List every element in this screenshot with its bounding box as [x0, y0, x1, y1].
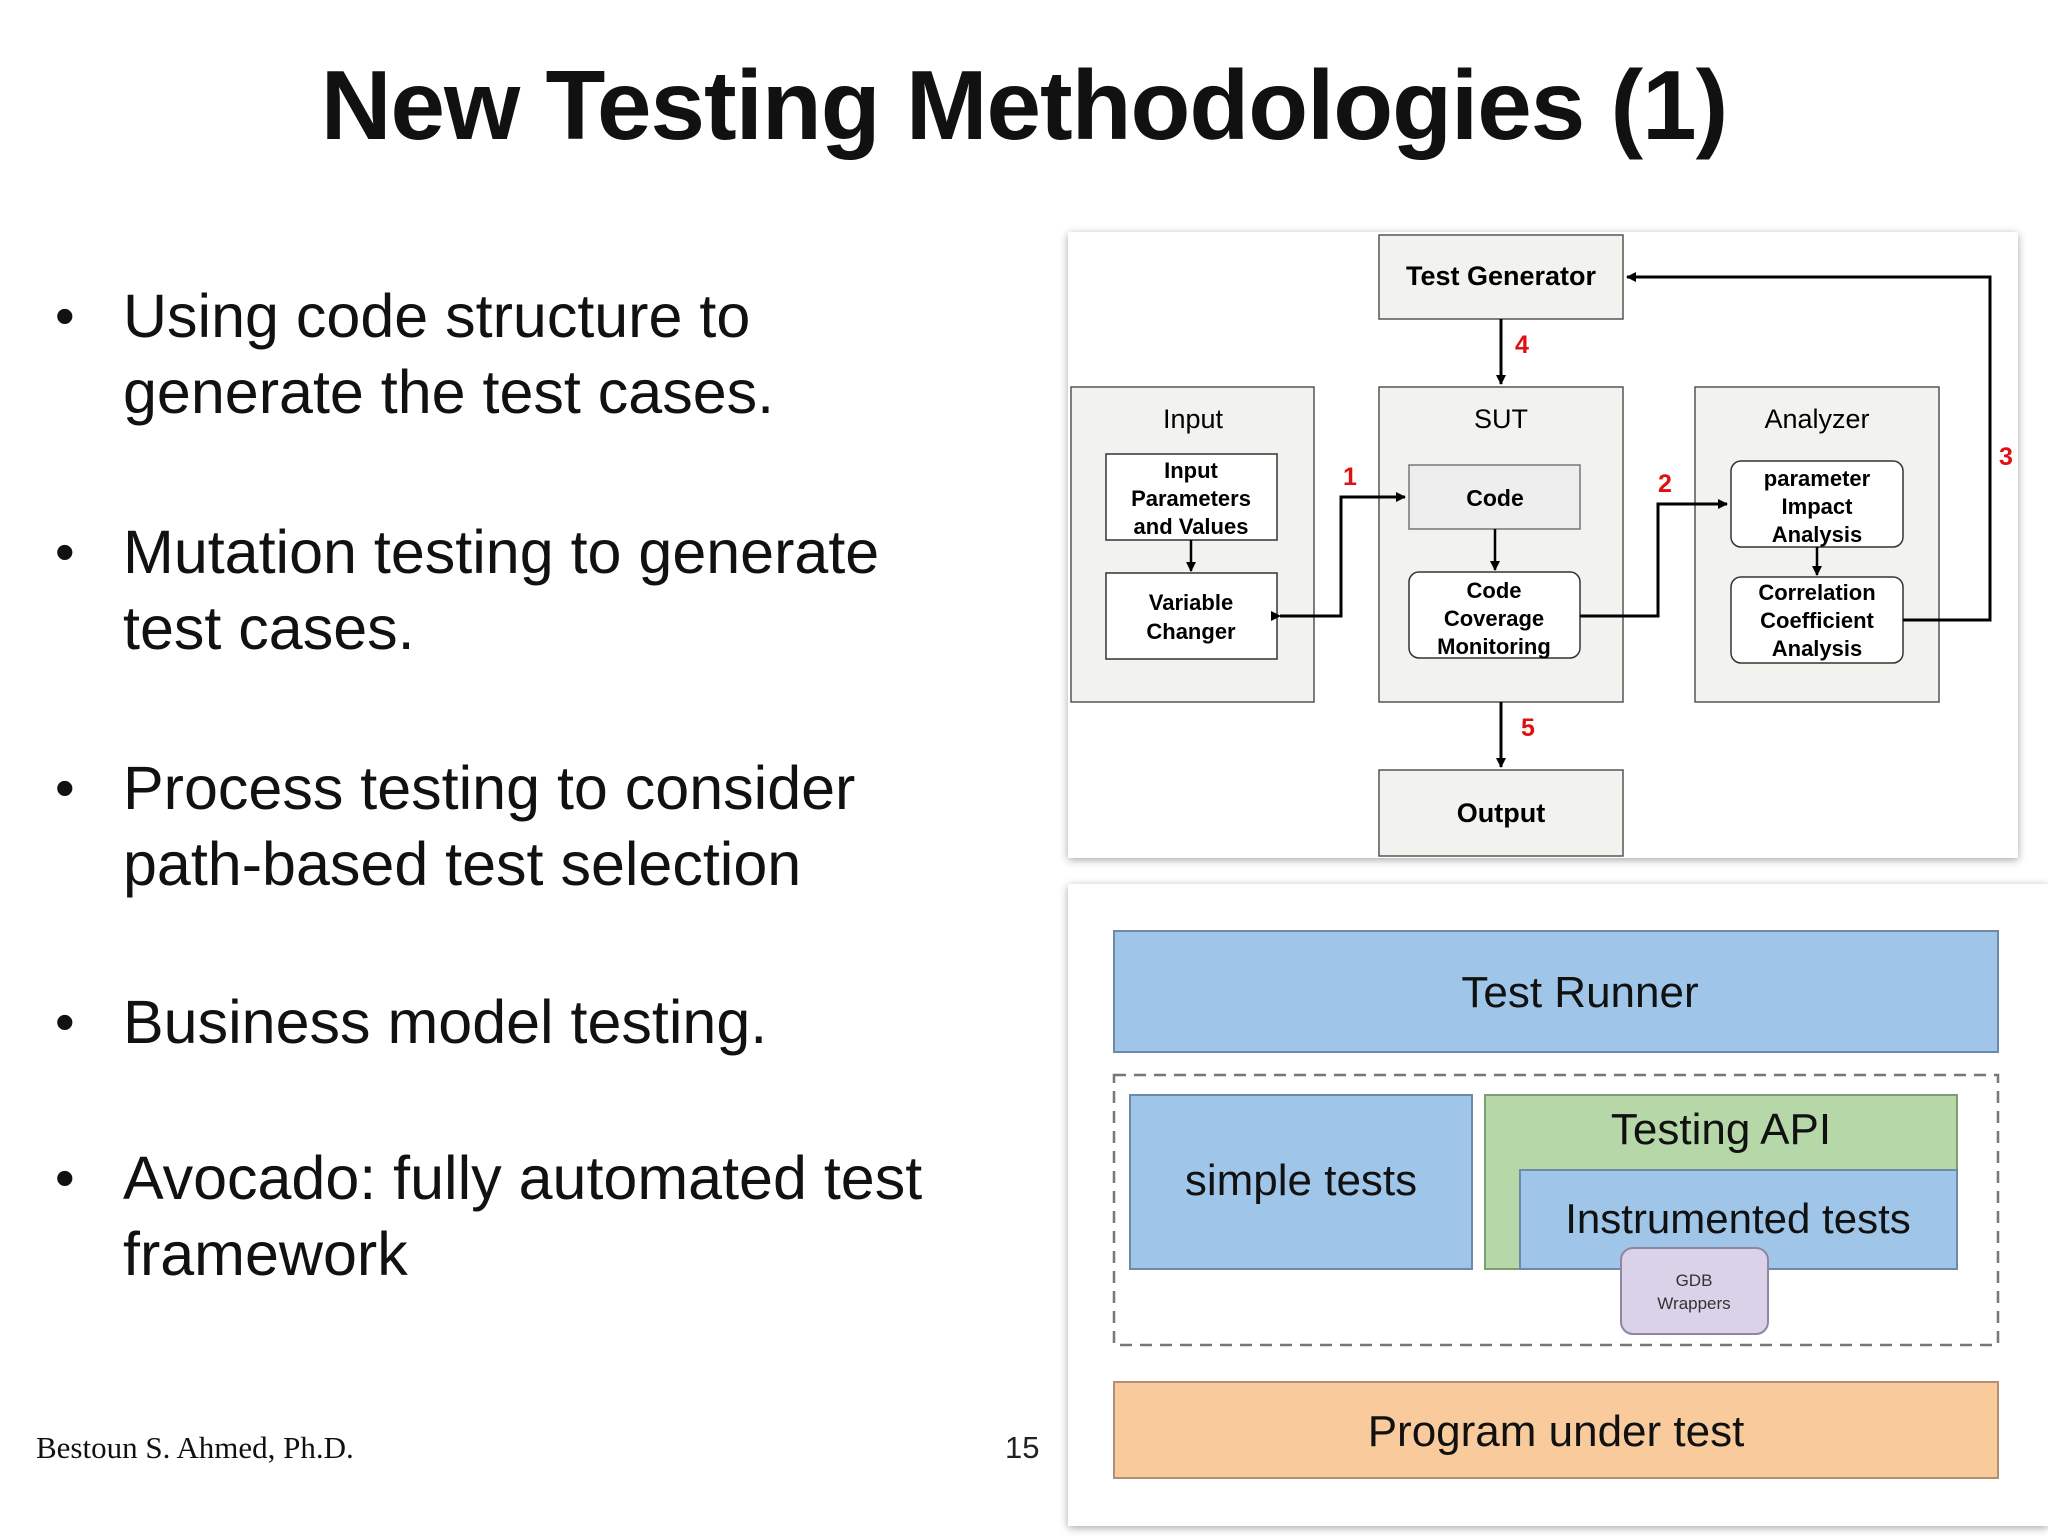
- gdb-wrappers-box: GDB Wrappers: [1620, 1247, 1769, 1335]
- step-4-label: 4: [1515, 331, 1529, 359]
- gdb-wrappers-line1: GDB: [1676, 1271, 1713, 1290]
- test-runner-label: Test Runner: [1461, 968, 1698, 1017]
- footer-author: Bestoun S. Ahmed, Ph.D.: [36, 1430, 354, 1465]
- input-params-line3: and Values: [1134, 514, 1249, 539]
- architecture-diagram: Test Runner simple tests Testing API Ins…: [1068, 884, 2048, 1526]
- correlation-line3: Analysis: [1772, 636, 1863, 661]
- test-runner-layer: Test Runner: [1113, 930, 1999, 1053]
- gdb-wrappers-line2: Wrappers: [1657, 1294, 1730, 1313]
- variable-changer-line2: Changer: [1146, 619, 1236, 644]
- correlation-line2: Coefficient: [1760, 608, 1874, 633]
- analyzer-group: Analyzer parameter Impact Analysis Corre…: [1694, 386, 1940, 703]
- bullet-item: • Mutation testing to generate test case…: [55, 514, 1015, 666]
- step-2-label: 2: [1658, 470, 1672, 498]
- analyzer-group-label: Analyzer: [1764, 404, 1869, 434]
- bullet-item: • Process testing to consider path-based…: [55, 750, 1015, 902]
- param-impact-line1: parameter: [1764, 466, 1871, 491]
- page-number: 15: [1005, 1430, 1040, 1465]
- architecture-diagram-svg: Test Runner simple tests Testing API Ins…: [1112, 930, 2000, 1479]
- arrow-step-3: [1626, 272, 1992, 622]
- program-under-test-layer: Program under test: [1113, 1381, 1999, 1479]
- step-3-label: 3: [1999, 443, 2013, 471]
- input-group-label: Input: [1163, 404, 1224, 434]
- bullet-item: • Avocado: fully automated test framewor…: [55, 1140, 1015, 1292]
- bullet-text: Process testing to consider path-based t…: [123, 754, 856, 898]
- step-5-label: 5: [1521, 714, 1535, 742]
- testing-api-label: Testing API: [1611, 1105, 1831, 1154]
- coverage-line1: Code: [1467, 578, 1522, 603]
- arrow-step-2: [1580, 499, 1728, 618]
- correlation-line1: Correlation: [1758, 580, 1875, 605]
- workflow-diagram-svg: Test Generator Input Input Parameters an…: [1070, 234, 2013, 857]
- coverage-line2: Coverage: [1444, 606, 1544, 631]
- param-impact-line3: Analysis: [1772, 522, 1863, 547]
- param-impact-line2: Impact: [1782, 494, 1854, 519]
- slide-title: New Testing Methodologies (1): [320, 50, 1729, 160]
- input-params-line1: Input: [1164, 458, 1218, 483]
- code-label: Code: [1466, 485, 1524, 511]
- tests-container: [1112, 1073, 2000, 1347]
- bullet-text: Business model testing.: [123, 988, 768, 1056]
- instrumented-tests-label: Instrumented tests: [1565, 1195, 1911, 1242]
- variable-changer-line1: Variable: [1149, 590, 1233, 615]
- simple-tests-label: simple tests: [1185, 1156, 1417, 1205]
- coverage-line3: Monitoring: [1437, 634, 1551, 659]
- step-1-label: 1: [1343, 463, 1357, 491]
- bullet-dot-icon: •: [55, 284, 75, 347]
- bullet-dot-icon: •: [55, 756, 75, 819]
- arrow-step-1: [1271, 492, 1406, 621]
- test-generator-box: Test Generator: [1378, 234, 1624, 320]
- bullet-dot-icon: •: [55, 1146, 75, 1209]
- program-under-test-label: Program under test: [1368, 1407, 1745, 1456]
- workflow-diagram: Test Generator Input Input Parameters an…: [1068, 232, 2018, 858]
- sut-group-label: SUT: [1474, 404, 1528, 434]
- output-label: Output: [1457, 798, 1545, 828]
- bullet-text: Using code structure to generate the tes…: [123, 282, 775, 426]
- bullet-text: Mutation testing to generate test cases.: [123, 518, 880, 662]
- input-params-line2: Parameters: [1131, 486, 1251, 511]
- simple-tests-box: simple tests: [1129, 1094, 1473, 1270]
- sut-group: SUT Code Code Coverage Monitoring: [1378, 386, 1624, 703]
- bullet-item: • Business model testing.: [55, 984, 1015, 1060]
- bullet-item: • Using code structure to generate the t…: [55, 278, 1015, 430]
- output-box: Output: [1378, 769, 1624, 857]
- bullet-text: Avocado: fully automated test framework: [123, 1144, 923, 1288]
- input-group: Input Input Parameters and Values Variab…: [1070, 386, 1315, 703]
- bullet-dot-icon: •: [55, 520, 75, 583]
- test-generator-label: Test Generator: [1406, 261, 1597, 291]
- bullet-dot-icon: •: [55, 990, 75, 1053]
